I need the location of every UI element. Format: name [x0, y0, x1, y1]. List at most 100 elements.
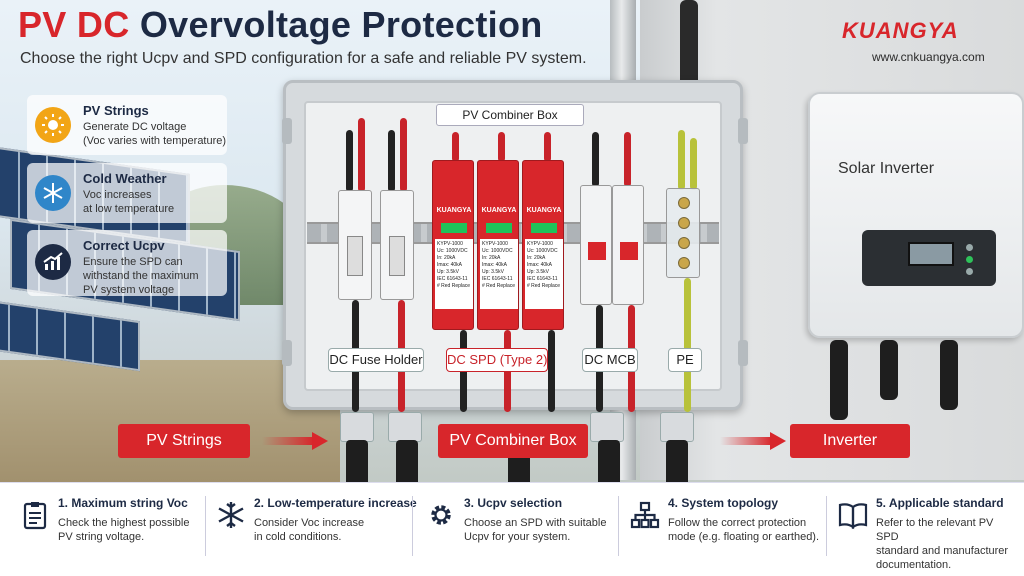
topology-icon: [630, 501, 660, 529]
spd-spec-label: KYPV-1000 Uc: 1000VDC In: 20kA Imax: 40k…: [435, 239, 473, 309]
wire-black: [592, 132, 599, 187]
label-dc-spd: DC SPD (Type 2): [446, 348, 548, 372]
card-text: Generate DC voltage (Voc varies with tem…: [83, 121, 227, 147]
flow-inverter: Inverter: [790, 424, 910, 458]
snowflake-icon: [35, 175, 71, 211]
book-icon: [838, 503, 868, 530]
step-text: Choose an SPD with suitable Ucpv for you…: [464, 517, 607, 543]
pe-terminal-bar: [666, 188, 700, 278]
inverter-title: Solar Inverter: [838, 160, 935, 177]
divider: [412, 496, 413, 556]
divider: [826, 496, 827, 556]
step-text: Follow the correct protection mode (e.g.…: [668, 517, 820, 543]
step-title: 5. Applicable standard: [876, 496, 1004, 510]
wire-black: [548, 330, 555, 412]
dc-spd-module: KUANGYA KYPV-1000 Uc: 1000VDC In: 20kA I…: [522, 160, 564, 330]
spd-spec-label: KYPV-1000 Uc: 1000VDC In: 20kA Imax: 40k…: [480, 239, 518, 309]
cable: [396, 440, 418, 490]
step-system-topology: 4. System topology Follow the correct pr…: [630, 494, 830, 566]
info-card-pv-strings: PV Strings Generate DC voltage (Voc vari…: [27, 95, 227, 155]
cable: [598, 440, 620, 490]
cable: [346, 440, 368, 490]
wire-red: [452, 132, 459, 162]
step-text: Check the highest possible PV string vol…: [58, 517, 190, 543]
spd-brand: KUANGYA: [526, 207, 562, 214]
label-dc-fuse-holder: DC Fuse Holder: [328, 348, 424, 372]
title-highlight: PV DC: [18, 4, 130, 45]
divider: [205, 496, 206, 556]
inverter-led: [966, 268, 973, 275]
sun-icon: [35, 107, 71, 143]
dc-spd-module: KUANGYA KYPV-1000 Uc: 1000VDC In: 20kA I…: [432, 160, 474, 330]
wire-red: [498, 132, 505, 162]
snowflake-icon: [218, 502, 244, 528]
dc-mcb: [612, 185, 644, 305]
solar-inverter: [808, 92, 1024, 338]
card-title: Correct Ucpv: [83, 238, 165, 253]
spd-status-window: [486, 223, 512, 233]
clipboard-icon: [23, 502, 47, 530]
dc-mcb: [580, 185, 612, 305]
card-text: Ensure the SPD can withstand the maximum…: [83, 256, 199, 296]
gear-icon: [431, 505, 451, 525]
cable-gland: [388, 412, 422, 442]
spd-brand: KUANGYA: [436, 207, 472, 214]
spd-brand: KUANGYA: [481, 207, 517, 214]
label-dc-mcb: DC MCB: [582, 348, 638, 372]
combiner-box-tag: PV Combiner Box: [436, 104, 584, 126]
wire-earth: [684, 278, 691, 412]
step-low-temperature: 2. Low-temperature increase Consider Voc…: [216, 494, 417, 566]
checklist-strip: [0, 482, 1024, 576]
card-title: PV Strings: [83, 103, 149, 118]
step-title: 3. Ucpv selection: [464, 496, 563, 510]
page-subtitle: Choose the right Ucpv and SPD configurat…: [20, 50, 587, 67]
inverter-led: [966, 244, 973, 251]
inverter-led: [966, 256, 973, 263]
wire-earth: [690, 138, 697, 190]
dc-fuse-holder: [380, 190, 414, 300]
flow-combiner-box: PV Combiner Box: [438, 424, 588, 458]
wire-earth: [678, 130, 685, 190]
dc-spd-module: KUANGYA KYPV-1000 Uc: 1000VDC In: 20kA I…: [477, 160, 519, 330]
inverter-cable: [880, 340, 898, 400]
wire-red: [358, 118, 365, 192]
cable-gland: [590, 412, 624, 442]
hinge: [282, 340, 292, 366]
inverter-cable: [830, 340, 848, 420]
card-text: Voc increases at low temperature: [83, 189, 175, 215]
rising-chart-icon: [35, 244, 71, 280]
step-title: 4. System topology: [668, 496, 779, 510]
title-main: Overvoltage Protection: [139, 4, 543, 45]
wire-red: [624, 132, 631, 187]
brand-logo: KUANGYA: [842, 18, 959, 43]
spd-status-window: [531, 223, 557, 233]
label-pe: PE: [668, 348, 702, 372]
cable-gland: [660, 412, 694, 442]
step-title: 2. Low-temperature increase: [254, 496, 417, 510]
info-card-correct-ucpv: Correct Ucpv Ensure the SPD can withstan…: [27, 230, 227, 296]
dc-fuse-holder: [338, 190, 372, 300]
arrow-right-icon: [720, 432, 786, 450]
step-title: 1. Maximum string Voc: [58, 496, 188, 510]
wire-red: [544, 132, 551, 162]
spd-spec-label: KYPV-1000 Uc: 1000VDC In: 20kA Imax: 40k…: [525, 239, 563, 309]
step-max-string-voc: 1. Maximum string Voc Check the highest …: [20, 494, 220, 566]
divider: [618, 496, 619, 556]
cable: [666, 440, 688, 490]
wire-black: [346, 130, 353, 192]
wire-red: [400, 118, 407, 192]
info-card-cold-weather: Cold Weather Voc increases at low temper…: [27, 163, 227, 223]
arrow-right-icon: [262, 432, 328, 450]
step-text: Refer to the relevant PV SPD standard an…: [876, 517, 1009, 571]
card-title: Cold Weather: [83, 171, 167, 186]
brand-url: www.cnkuangya.com: [872, 50, 985, 64]
step-applicable-standard: 5. Applicable standard Refer to the rele…: [838, 494, 1018, 571]
step-ucpv-selection: 3. Ucpv selection Choose an SPD with sui…: [426, 494, 626, 566]
step-text: Consider Voc increase in cold conditions…: [254, 517, 365, 543]
spd-status-window: [441, 223, 467, 233]
inverter-display: [908, 242, 954, 266]
hinge: [738, 118, 748, 144]
wire-black: [388, 130, 395, 192]
flow-pv-strings: PV Strings: [118, 424, 250, 458]
hinge: [282, 118, 292, 144]
